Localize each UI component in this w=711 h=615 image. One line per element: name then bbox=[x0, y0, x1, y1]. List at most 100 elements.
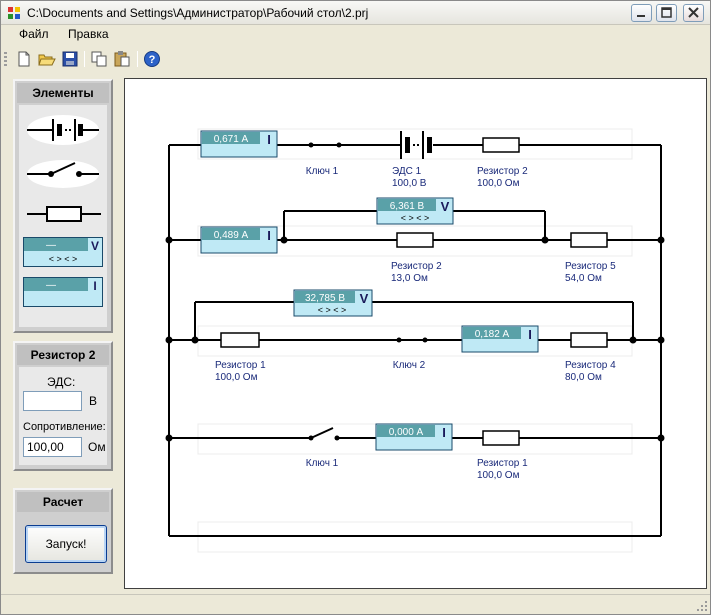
switch-row4[interactable]: Ключ 1 bbox=[306, 427, 340, 469]
resistance-unit: Ом bbox=[88, 440, 106, 454]
resistor-row4[interactable]: Резистор 1 100,0 Ом bbox=[477, 430, 528, 481]
app-icon bbox=[8, 7, 20, 19]
resistor-row4-label: Резистор 1 bbox=[477, 458, 528, 469]
toolbar-separator bbox=[84, 51, 85, 67]
run-button[interactable]: Запуск! bbox=[25, 525, 107, 563]
properties-panel-title: Резистор 2 bbox=[17, 345, 109, 365]
elements-palette: — V < > < > — I bbox=[19, 105, 107, 327]
voltmeter-graphic: — V < > < > bbox=[23, 237, 103, 267]
help-icon[interactable]: ? bbox=[143, 50, 161, 68]
paste-icon[interactable] bbox=[113, 50, 131, 68]
voltmeter-row2-value: 6,361 В bbox=[390, 201, 425, 212]
circuit-canvas[interactable]: 0,671 А I Ключ 1 ЭДС 1 100,0 В Резист bbox=[124, 78, 707, 589]
resistor-row2-a-value: 13,0 Ом bbox=[391, 273, 428, 284]
resistor-row2-b-value: 54,0 Ом bbox=[565, 273, 602, 284]
svg-text:V: V bbox=[91, 239, 99, 253]
switch-row1[interactable]: Ключ 1 bbox=[306, 142, 342, 178]
resistor-row3-a-label: Резистор 1 bbox=[215, 360, 266, 371]
minimize-icon bbox=[637, 15, 645, 17]
emf-input[interactable] bbox=[23, 391, 82, 411]
new-document-icon[interactable] bbox=[15, 50, 33, 68]
ammeter-symbol: I bbox=[267, 132, 271, 147]
ammeter-row4[interactable]: 0,000 А I bbox=[375, 423, 453, 451]
calc-panel: Расчет Запуск! bbox=[13, 488, 113, 574]
emf-unit: В bbox=[89, 394, 98, 408]
copy-icon[interactable] bbox=[90, 50, 108, 68]
svg-text:?: ? bbox=[149, 54, 156, 66]
close-button[interactable] bbox=[683, 4, 704, 22]
svg-text:< > < >: < > < > bbox=[49, 254, 78, 264]
voltmeter-row3-value: 32,785 В bbox=[305, 293, 345, 304]
resistor-row3-b-value: 80,0 Ом bbox=[565, 372, 602, 383]
voltmeter-row2[interactable]: 6,361 В V < > < > bbox=[376, 197, 454, 225]
menu-bar: Файл Правка bbox=[1, 25, 710, 45]
battery-element-icon[interactable] bbox=[23, 113, 103, 147]
toolbar-gripper[interactable] bbox=[4, 52, 7, 67]
voltmeter-element-icon[interactable]: — V < > < > bbox=[23, 237, 103, 267]
window-title: C:\Documents and Settings\Администратор\… bbox=[27, 6, 369, 20]
voltmeter-arrows: < > < > bbox=[318, 305, 347, 315]
circuit-diagram: 0,671 А I Ключ 1 ЭДС 1 100,0 В Резист bbox=[165, 128, 665, 553]
resistor-row1-label: Резистор 2 bbox=[477, 166, 528, 177]
properties-panel: Резистор 2 ЭДС: В Сопротивление: 100,00 … bbox=[13, 341, 113, 471]
maximize-button[interactable] bbox=[656, 4, 677, 22]
resistor-element-icon[interactable] bbox=[23, 197, 103, 231]
switch-element-icon[interactable] bbox=[23, 157, 103, 191]
resistor-row2-b-label: Резистор 5 bbox=[565, 261, 616, 272]
open-folder-icon[interactable] bbox=[38, 50, 56, 68]
resistor-row1-value: 100,0 Ом bbox=[477, 178, 520, 189]
voltmeter-symbol: V bbox=[441, 199, 450, 214]
resistor-row4-value: 100,0 Ом bbox=[477, 470, 520, 481]
save-icon[interactable] bbox=[61, 50, 79, 68]
ammeter-row1-value: 0,671 А bbox=[214, 134, 249, 145]
emf-label: ЭДС: bbox=[47, 375, 76, 389]
ammeter-row4-value: 0,000 А bbox=[389, 427, 424, 438]
resistor-row3-a[interactable]: Резистор 1 100,0 Ом bbox=[215, 332, 266, 383]
menu-file[interactable]: Файл bbox=[19, 27, 49, 41]
ammeter-row3-value: 0,182 А bbox=[475, 329, 510, 340]
switch-row3[interactable]: Ключ 2 bbox=[393, 337, 428, 372]
voltmeter-symbol: V bbox=[360, 291, 369, 306]
resistor-row2-a[interactable]: Резистор 2 13,0 Ом bbox=[391, 232, 442, 284]
emf-source-row1[interactable]: ЭДС 1 100,0 В bbox=[392, 131, 432, 189]
emf-row1-label: ЭДС 1 bbox=[392, 166, 422, 177]
svg-text:—: — bbox=[46, 280, 56, 291]
title-bar[interactable]: C:\Documents and Settings\Администратор\… bbox=[1, 1, 710, 25]
toolbar: ? bbox=[1, 46, 710, 72]
ammeter-symbol: I bbox=[528, 327, 532, 342]
junction-dots bbox=[165, 236, 665, 442]
switch-row4-label: Ключ 1 bbox=[306, 458, 339, 469]
menu-edit[interactable]: Правка bbox=[68, 27, 109, 41]
ammeter-row3[interactable]: 0,182 А I bbox=[461, 325, 539, 353]
minimize-button[interactable] bbox=[631, 4, 652, 22]
ammeter-row2[interactable]: 0,489 А I bbox=[200, 226, 278, 254]
switch-row1-label: Ключ 1 bbox=[306, 166, 339, 177]
resistor-row1[interactable]: Резистор 2 100,0 Ом bbox=[477, 137, 528, 189]
resistor-row3-a-value: 100,0 Ом bbox=[215, 372, 258, 383]
close-icon bbox=[688, 7, 699, 18]
voltmeter-arrows: < > < > bbox=[401, 213, 430, 223]
resistance-input[interactable]: 100,00 bbox=[23, 437, 82, 457]
ammeter-element-icon[interactable]: — I bbox=[23, 277, 103, 307]
calc-panel-title: Расчет bbox=[17, 492, 109, 512]
elements-panel: Элементы bbox=[13, 79, 113, 333]
resistor-row3-b[interactable]: Резистор 4 80,0 Ом bbox=[565, 332, 616, 383]
resistor-row2-a-label: Резистор 2 bbox=[391, 261, 442, 272]
ammeter-row2-value: 0,489 А bbox=[214, 230, 249, 241]
toolbar-separator bbox=[137, 51, 138, 67]
resistor-row2-b[interactable]: Резистор 5 54,0 Ом bbox=[565, 232, 616, 284]
resize-grip-icon[interactable] bbox=[696, 600, 708, 612]
maximize-icon bbox=[661, 7, 672, 18]
properties-body: ЭДС: В Сопротивление: 100,00 Ом bbox=[19, 367, 107, 465]
ammeter-graphic: — I bbox=[23, 277, 103, 307]
svg-text:—: — bbox=[46, 240, 56, 251]
status-bar bbox=[1, 594, 710, 614]
voltmeter-row3[interactable]: 32,785 В V < > < > bbox=[293, 289, 373, 317]
ammeter-symbol: I bbox=[442, 425, 446, 440]
resistance-label: Сопротивление: bbox=[23, 421, 106, 433]
ammeter-row1[interactable]: 0,671 А I bbox=[200, 130, 278, 158]
ammeter-symbol: I bbox=[267, 228, 271, 243]
resistor-row3-b-label: Резистор 4 bbox=[565, 360, 616, 371]
elements-panel-title: Элементы bbox=[17, 83, 109, 103]
